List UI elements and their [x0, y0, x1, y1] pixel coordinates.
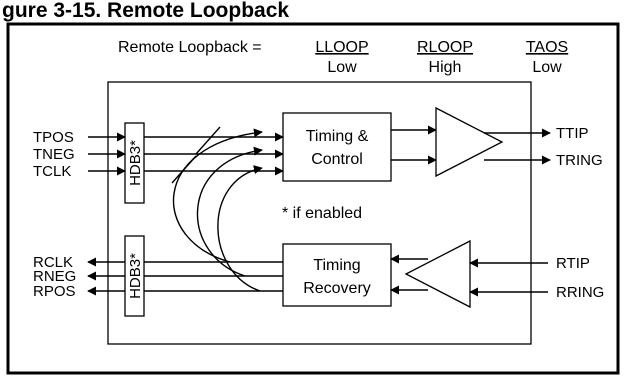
tring-label: TRING: [556, 152, 603, 169]
lloop-value: Low: [327, 59, 357, 76]
rloop-header: RLOOP: [417, 39, 473, 56]
hdb3-tx-block: [124, 122, 145, 204]
rring-label: RRING: [556, 284, 604, 301]
ttip-label: TTIP: [556, 125, 589, 142]
rtip-label: RTIP: [556, 255, 590, 272]
timing-control-line-2: Control: [311, 151, 363, 168]
taos-value: Low: [532, 59, 562, 76]
footnote: * if enabled: [282, 205, 362, 222]
taos-header: TAOS: [526, 39, 568, 56]
timing-recovery-line-1: Timing: [313, 257, 360, 274]
transmit-driver-triangle: [435, 106, 504, 178]
figure-title: gure 3-15. Remote Loopback: [2, 0, 289, 22]
timing-control-block: [282, 112, 392, 182]
loopback-arc-middle: [196, 146, 263, 277]
timing-control-line-1: Timing &: [306, 128, 369, 145]
chip-boundary: [107, 81, 532, 345]
loopback-arc-inner: [217, 165, 263, 292]
rneg-label: RNEG: [33, 268, 76, 285]
hdb3-tx-label: HDB3*: [127, 140, 144, 186]
rloop-value: High: [429, 59, 462, 76]
loopback-arc-outer: [172, 128, 263, 263]
tpos-label: TPOS: [33, 129, 74, 146]
timing-recovery-line-2: Recovery: [303, 280, 371, 297]
timing-recovery-block: [282, 243, 392, 307]
mode-label: Remote Loopback =: [118, 39, 262, 56]
outer-frame: [6, 22, 620, 375]
rclk-label: RCLK: [33, 254, 73, 271]
tclk-label: TCLK: [33, 163, 71, 180]
rpos-label: RPOS: [33, 283, 76, 300]
hdb3-rx-label: HDB3*: [127, 253, 144, 299]
receive-amplifier-triangle: [404, 239, 471, 309]
break-slash-1: [195, 126, 221, 155]
lloop-header: LLOOP: [315, 39, 368, 56]
tneg-label: TNEG: [33, 146, 75, 163]
